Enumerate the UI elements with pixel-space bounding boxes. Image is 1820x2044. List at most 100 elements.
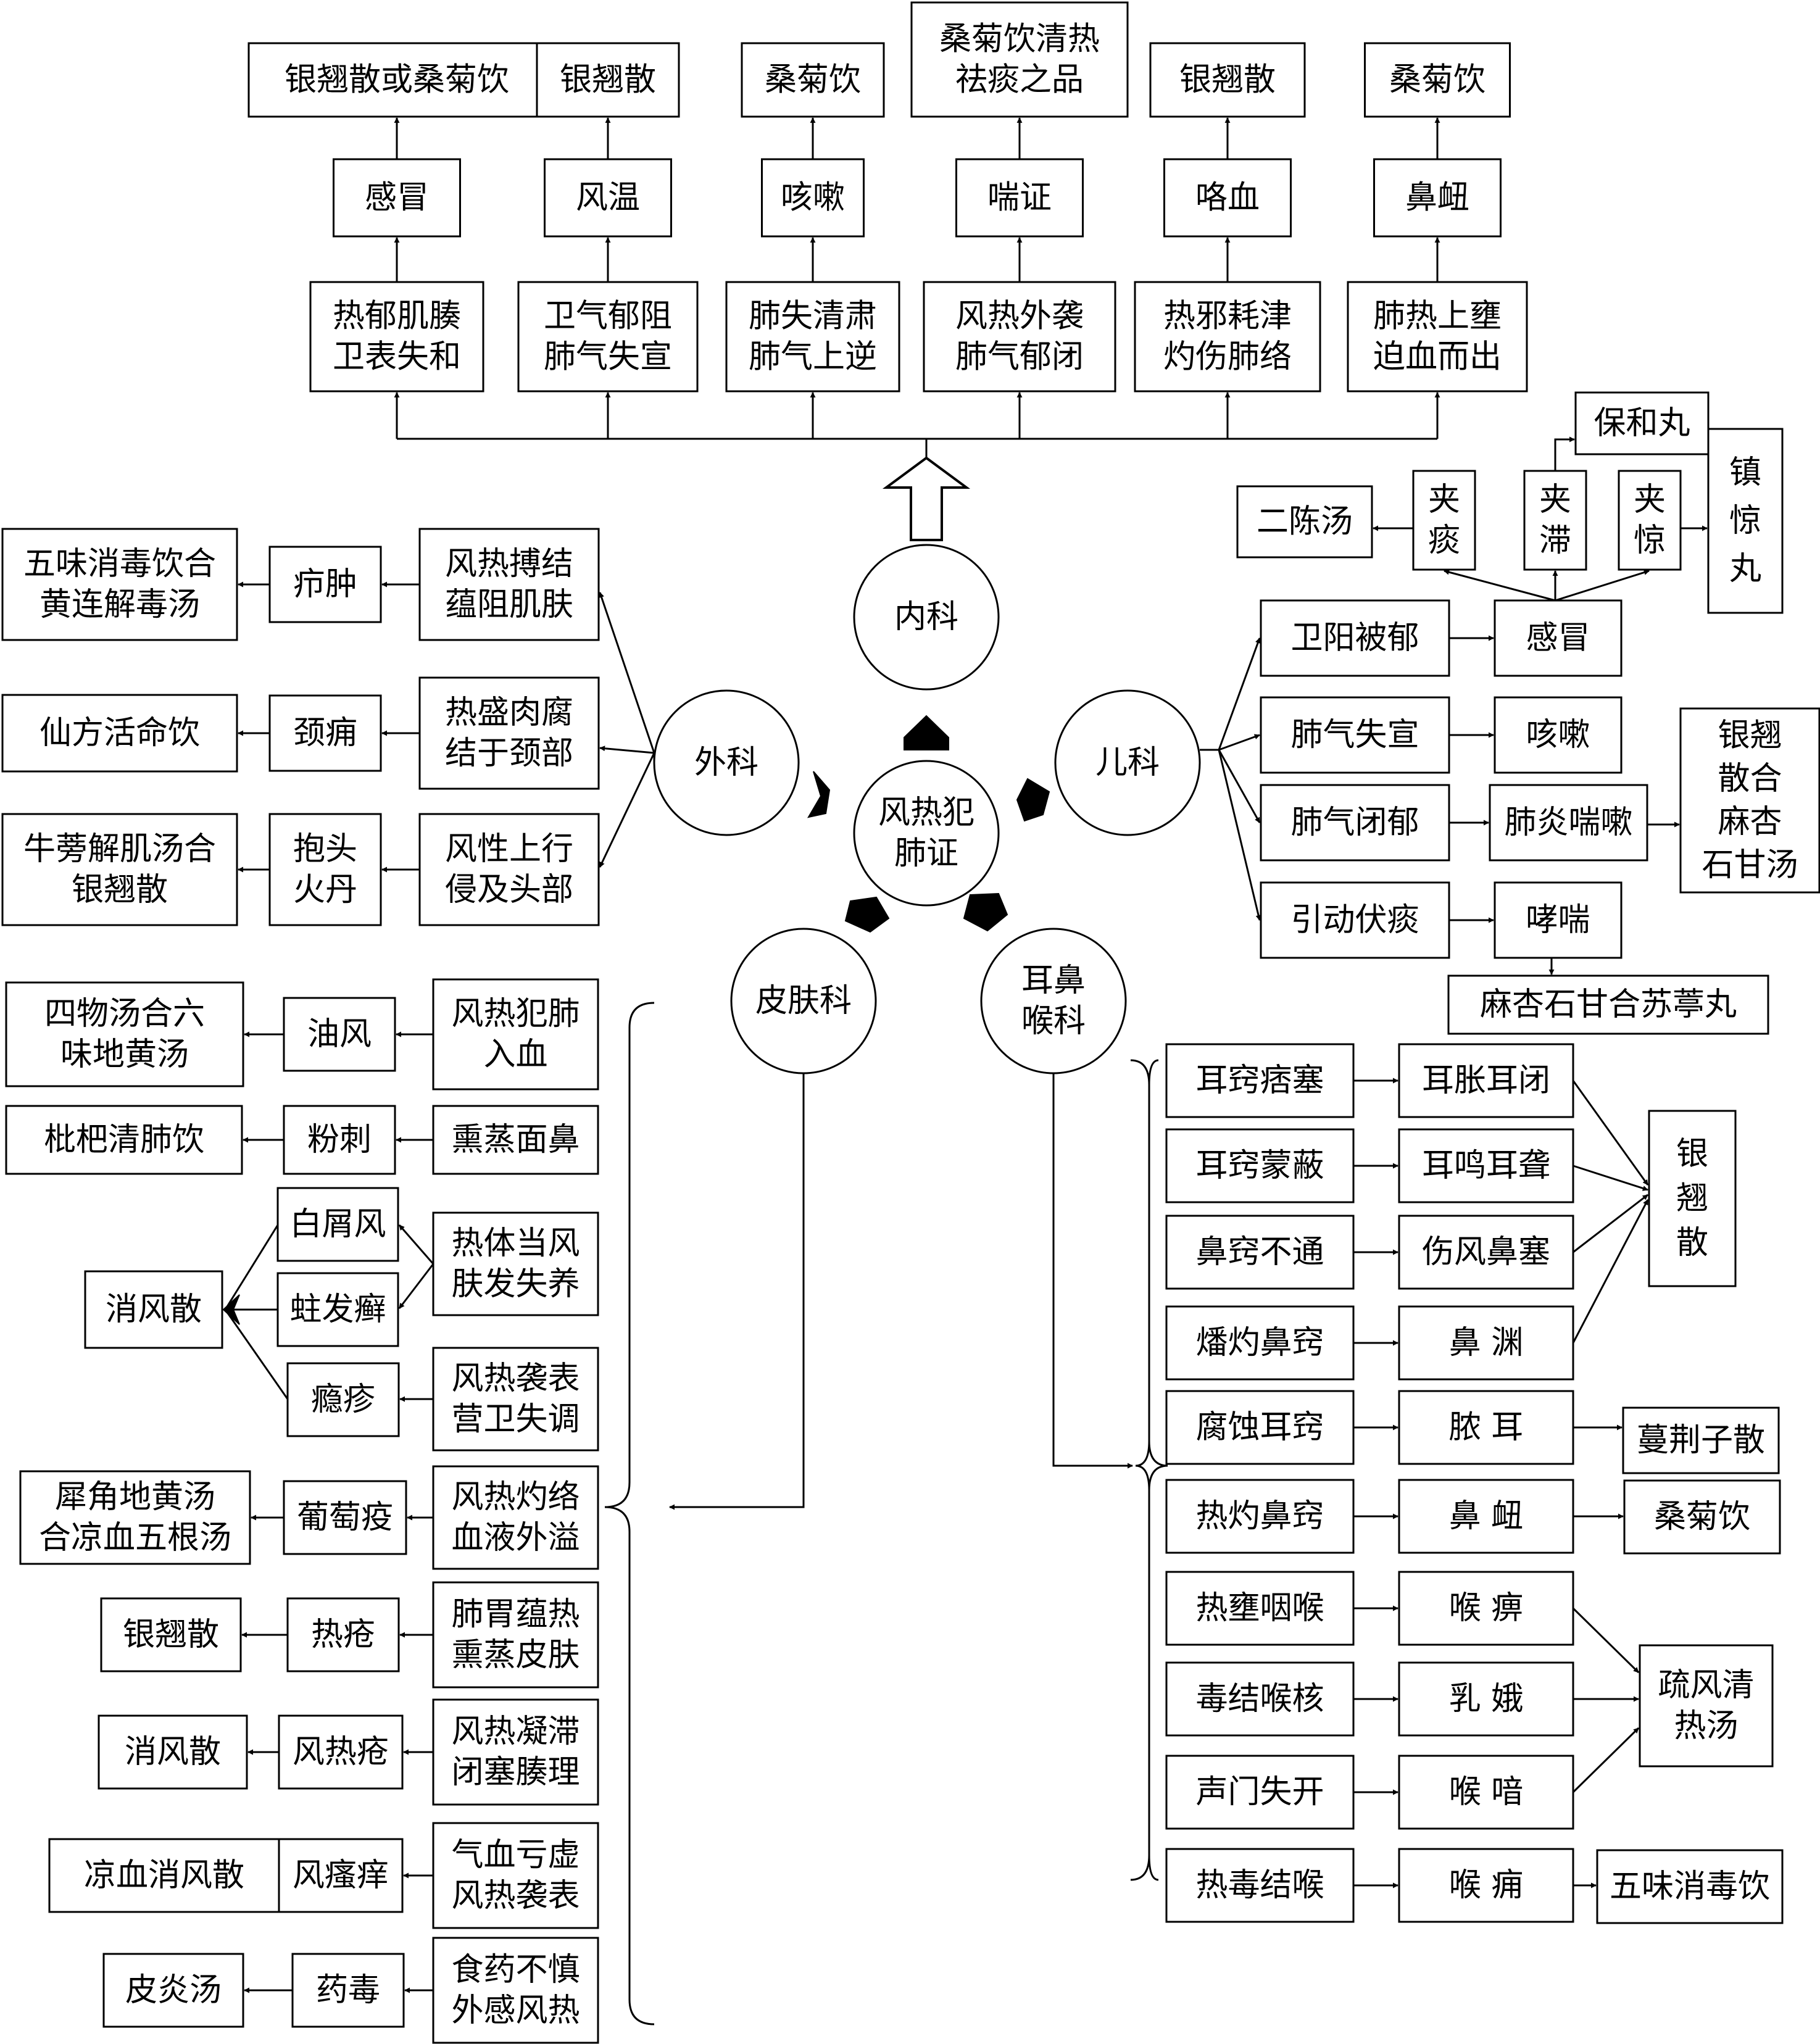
waike-disease-box-line: 抱头 [293,831,357,868]
erke-path-box-line: 肺气闭郁 [1290,804,1419,841]
neike-path-box [517,281,699,393]
ent-formula-shufeng [1639,1644,1774,1768]
erke-formula-asthma [1447,974,1769,1035]
ent-path-box-line: 耳窍蒙蔽 [1195,1147,1324,1184]
erke-formula-erchen [1236,485,1373,559]
erke-disease-box-text: 肺炎喘嗽 [1504,804,1632,841]
neike-formula-box-text: 桑菊饮 [1389,62,1486,99]
ent-brace [1130,1059,1168,1881]
waike-path-box-line: 结于颈部 [445,735,573,772]
pifuke-disease-zhufaxuan-text: 蛀发癣 [289,1291,386,1328]
waike-formula-box [1,813,238,926]
erke-branch-arrow [1218,749,1261,921]
ent-formula-manjing-line: 蔓荆子散 [1637,1422,1765,1459]
pifuke-disease-box-text: 药毒 [316,1972,380,2009]
waike-path-box-line: 风性上行 [445,831,573,868]
waike-path-box-line: 热盛肉腐 [445,694,573,731]
pifuke-path-box [432,1937,599,2044]
ent-disease-box-text: 喉 痹 [1449,1590,1524,1627]
ent-path-box-text: 热灼鼻窍 [1195,1498,1324,1535]
ent-path-box [1165,1479,1355,1554]
pifuke-formula-box-line: 银翘散 [123,1616,219,1653]
pifuke-path-box-line: 熏蒸皮肤 [451,1637,580,1674]
neike-disease-box-text: 喘证 [987,180,1052,217]
erke-path-box [1260,696,1450,774]
ent-disease-box-line: 喉 痹 [1449,1590,1524,1627]
pifuke-disease-box-text: 葡萄疫 [297,1499,393,1536]
neike-path-box [923,281,1116,393]
ent-formula-yinqiao [1648,1110,1737,1287]
neike-path-box-line: 热邪耗津 [1163,298,1292,335]
erke-path-box-line: 卫阳被郁 [1290,620,1419,657]
neike-formula-box [741,42,885,118]
pifuke-disease-baixiefeng-line: 白屑风 [289,1206,386,1243]
ent-brace-left [1135,1059,1159,1881]
neike-formula-box-line: 桑菊饮 [1389,62,1486,99]
neike-disease-box-text: 咯血 [1195,180,1260,217]
pifuke-link [224,1309,289,1400]
ent-disease-box-text: 鼻 衄 [1449,1498,1524,1535]
ent-path-box-line: 声门失开 [1195,1774,1324,1811]
erke-formula-pneumonia [1679,707,1820,894]
pifuke-disease-yinzhen [286,1362,400,1437]
erke-formula-baohe-text: 保和丸 [1594,405,1690,442]
neike-path-box-line: 卫气郁阻 [544,298,672,335]
ent-formula-wuwei [1596,1849,1784,1924]
erke-formula-zhenjing-line: 丸 [1729,550,1761,588]
erke-jia-jing-box-line: 夹 [1634,481,1666,518]
ent-converge-arrow [1573,1194,1648,1253]
neike-formula-box [536,42,680,118]
dept-waike-text: 外科 [694,744,758,781]
pointer-downleft [844,896,890,933]
dept-waike-line: 外科 [694,744,758,781]
ent-formula-shufeng-line: 疏风清 [1658,1667,1754,1704]
dept-neike [853,544,1000,691]
ent-disease-box [1398,1043,1574,1118]
pifuke-disease-box [283,997,396,1072]
pifuke-path-box-line: 肺胃蕴热 [451,1596,580,1633]
ent-disease-box [1398,1305,1574,1381]
ent-path-box-line: 毒结喉核 [1195,1680,1324,1718]
erke-formula-baohe [1574,391,1710,455]
neike-path-box [309,281,484,393]
waike-path-box-line: 蕴阻肌肤 [445,586,573,623]
pifuke-disease-box-line: 热疮 [311,1616,375,1653]
pifuke-disease-box [278,1714,404,1790]
waike-formula-box [1,694,238,773]
erke-path-box [1260,599,1450,677]
neike-disease-box-line: 鼻衄 [1405,180,1469,217]
erke-formula-pneumonia-line: 石甘汤 [1702,847,1798,884]
waike-path-box-line: 风热搏结 [445,546,573,583]
pifuke-disease-box-text: 风热疮 [293,1734,389,1771]
dept-waike [653,689,800,836]
pifuke-formula-box-line: 凉血消风散 [84,1857,244,1894]
pifuke-path-box-line: 外感风热 [451,1992,580,2029]
pifuke-disease-box-text: 风瘙痒 [293,1857,389,1894]
neike-disease-box-line: 咳嗽 [781,180,845,217]
ent-path-box-text: 腐蚀耳窍 [1195,1409,1324,1446]
neike-disease-box [761,158,865,238]
pifuke-path-box-line: 气血亏虚 [451,1837,580,1874]
pifuke-path-box [432,1465,599,1570]
waike-disease-box-text: 颈痈 [293,715,357,752]
waike-disease-box-line: 颈痈 [293,715,357,752]
pifuke-formula-box-line: 犀角地黄汤 [55,1479,215,1516]
ent-path-box-text: 燔灼鼻窍 [1195,1324,1324,1361]
neike-formula-box-line: 桑菊饮清热 [939,21,1100,58]
ent-path-box [1165,1215,1355,1290]
neike-path-box-line: 灼伤肺络 [1163,339,1292,376]
ent-path-box-line: 耳窍痞塞 [1195,1062,1324,1099]
pifuke-formula-box-text: 凉血消风散 [84,1857,244,1894]
ent-formula-sangju-line: 桑菊饮 [1654,1498,1750,1535]
pifuke-path-box [432,1105,599,1175]
pifuke-formula-box-line: 皮炎汤 [125,1972,222,2009]
